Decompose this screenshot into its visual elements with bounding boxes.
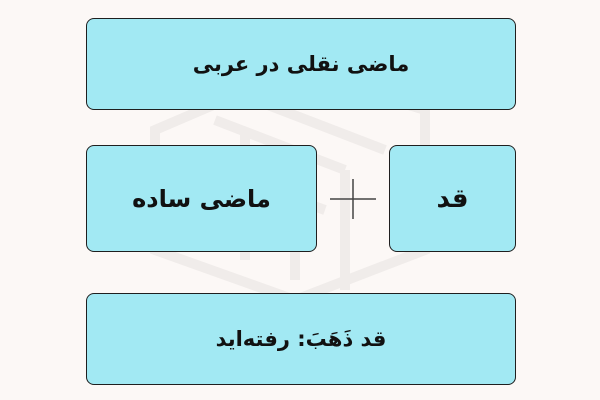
example-box: قد ذَهَبَ: رفته‌اید xyxy=(86,293,516,385)
particle-box: قد xyxy=(389,145,516,252)
plus-icon xyxy=(330,179,376,219)
simple-past-box: ماضی ساده xyxy=(86,145,317,252)
title-box: ماضی نقلی در عربی xyxy=(86,18,516,110)
